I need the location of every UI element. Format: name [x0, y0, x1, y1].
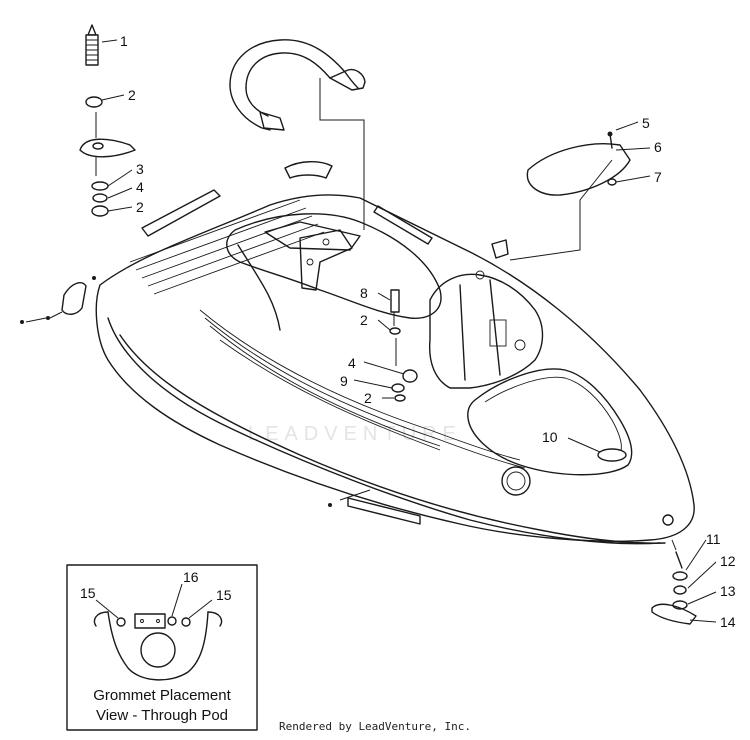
- callout-9: 9: [340, 373, 348, 389]
- inset-callout-15: 15: [216, 587, 232, 603]
- callout-4: 4: [136, 179, 144, 195]
- inset-callout-16: 16: [183, 569, 199, 585]
- inset-caption-line1: Grommet Placement: [93, 687, 231, 704]
- callout-labels: 1 2 3 4 2 5 6 7 8 2 4 9 2 10 11 12 13 14: [120, 33, 736, 630]
- bottom-trim-channel: [347, 497, 421, 525]
- callout-10: 10: [542, 429, 558, 445]
- callout-2: 2: [128, 87, 136, 103]
- callout-1: 1: [120, 33, 128, 49]
- callout-3: 3: [136, 161, 144, 177]
- hinge-plate: [299, 229, 353, 291]
- stud-stack-center: [389, 289, 418, 402]
- callout-5: 5: [642, 115, 650, 131]
- callout-2: 2: [136, 199, 144, 215]
- inset-grommet-view: 15 16 15 Grommet Placement View - Throug…: [66, 564, 258, 731]
- callout-4: 4: [348, 355, 356, 371]
- grab-handle: [229, 39, 366, 131]
- side-bumper: [61, 282, 87, 315]
- right-trim-strip: [373, 205, 433, 245]
- footer-credit: Rendered by LeadVenture, Inc.: [278, 720, 472, 733]
- callout-14: 14: [720, 614, 736, 630]
- leader-lines: [25, 39, 717, 623]
- stud-stack-left: [79, 24, 136, 217]
- hull-assembly: [95, 194, 695, 545]
- watermark-text: LEADVENTURE: [248, 423, 462, 445]
- callout-8: 8: [360, 285, 368, 301]
- left-trim-strip: [141, 189, 221, 237]
- callout-12: 12: [720, 553, 736, 569]
- inset-callout-15: 15: [80, 585, 96, 601]
- callout-2: 2: [360, 312, 368, 328]
- callout-7: 7: [654, 169, 662, 185]
- mounting-plate: [526, 143, 631, 196]
- inset-caption-line2: View - Through Pod: [96, 707, 228, 724]
- callout-6: 6: [654, 139, 662, 155]
- deck-pad: [284, 161, 333, 179]
- callout-2: 2: [364, 390, 372, 406]
- stud-stack-right: [651, 551, 697, 625]
- callout-11: 11: [706, 531, 721, 547]
- callout-13: 13: [720, 583, 736, 599]
